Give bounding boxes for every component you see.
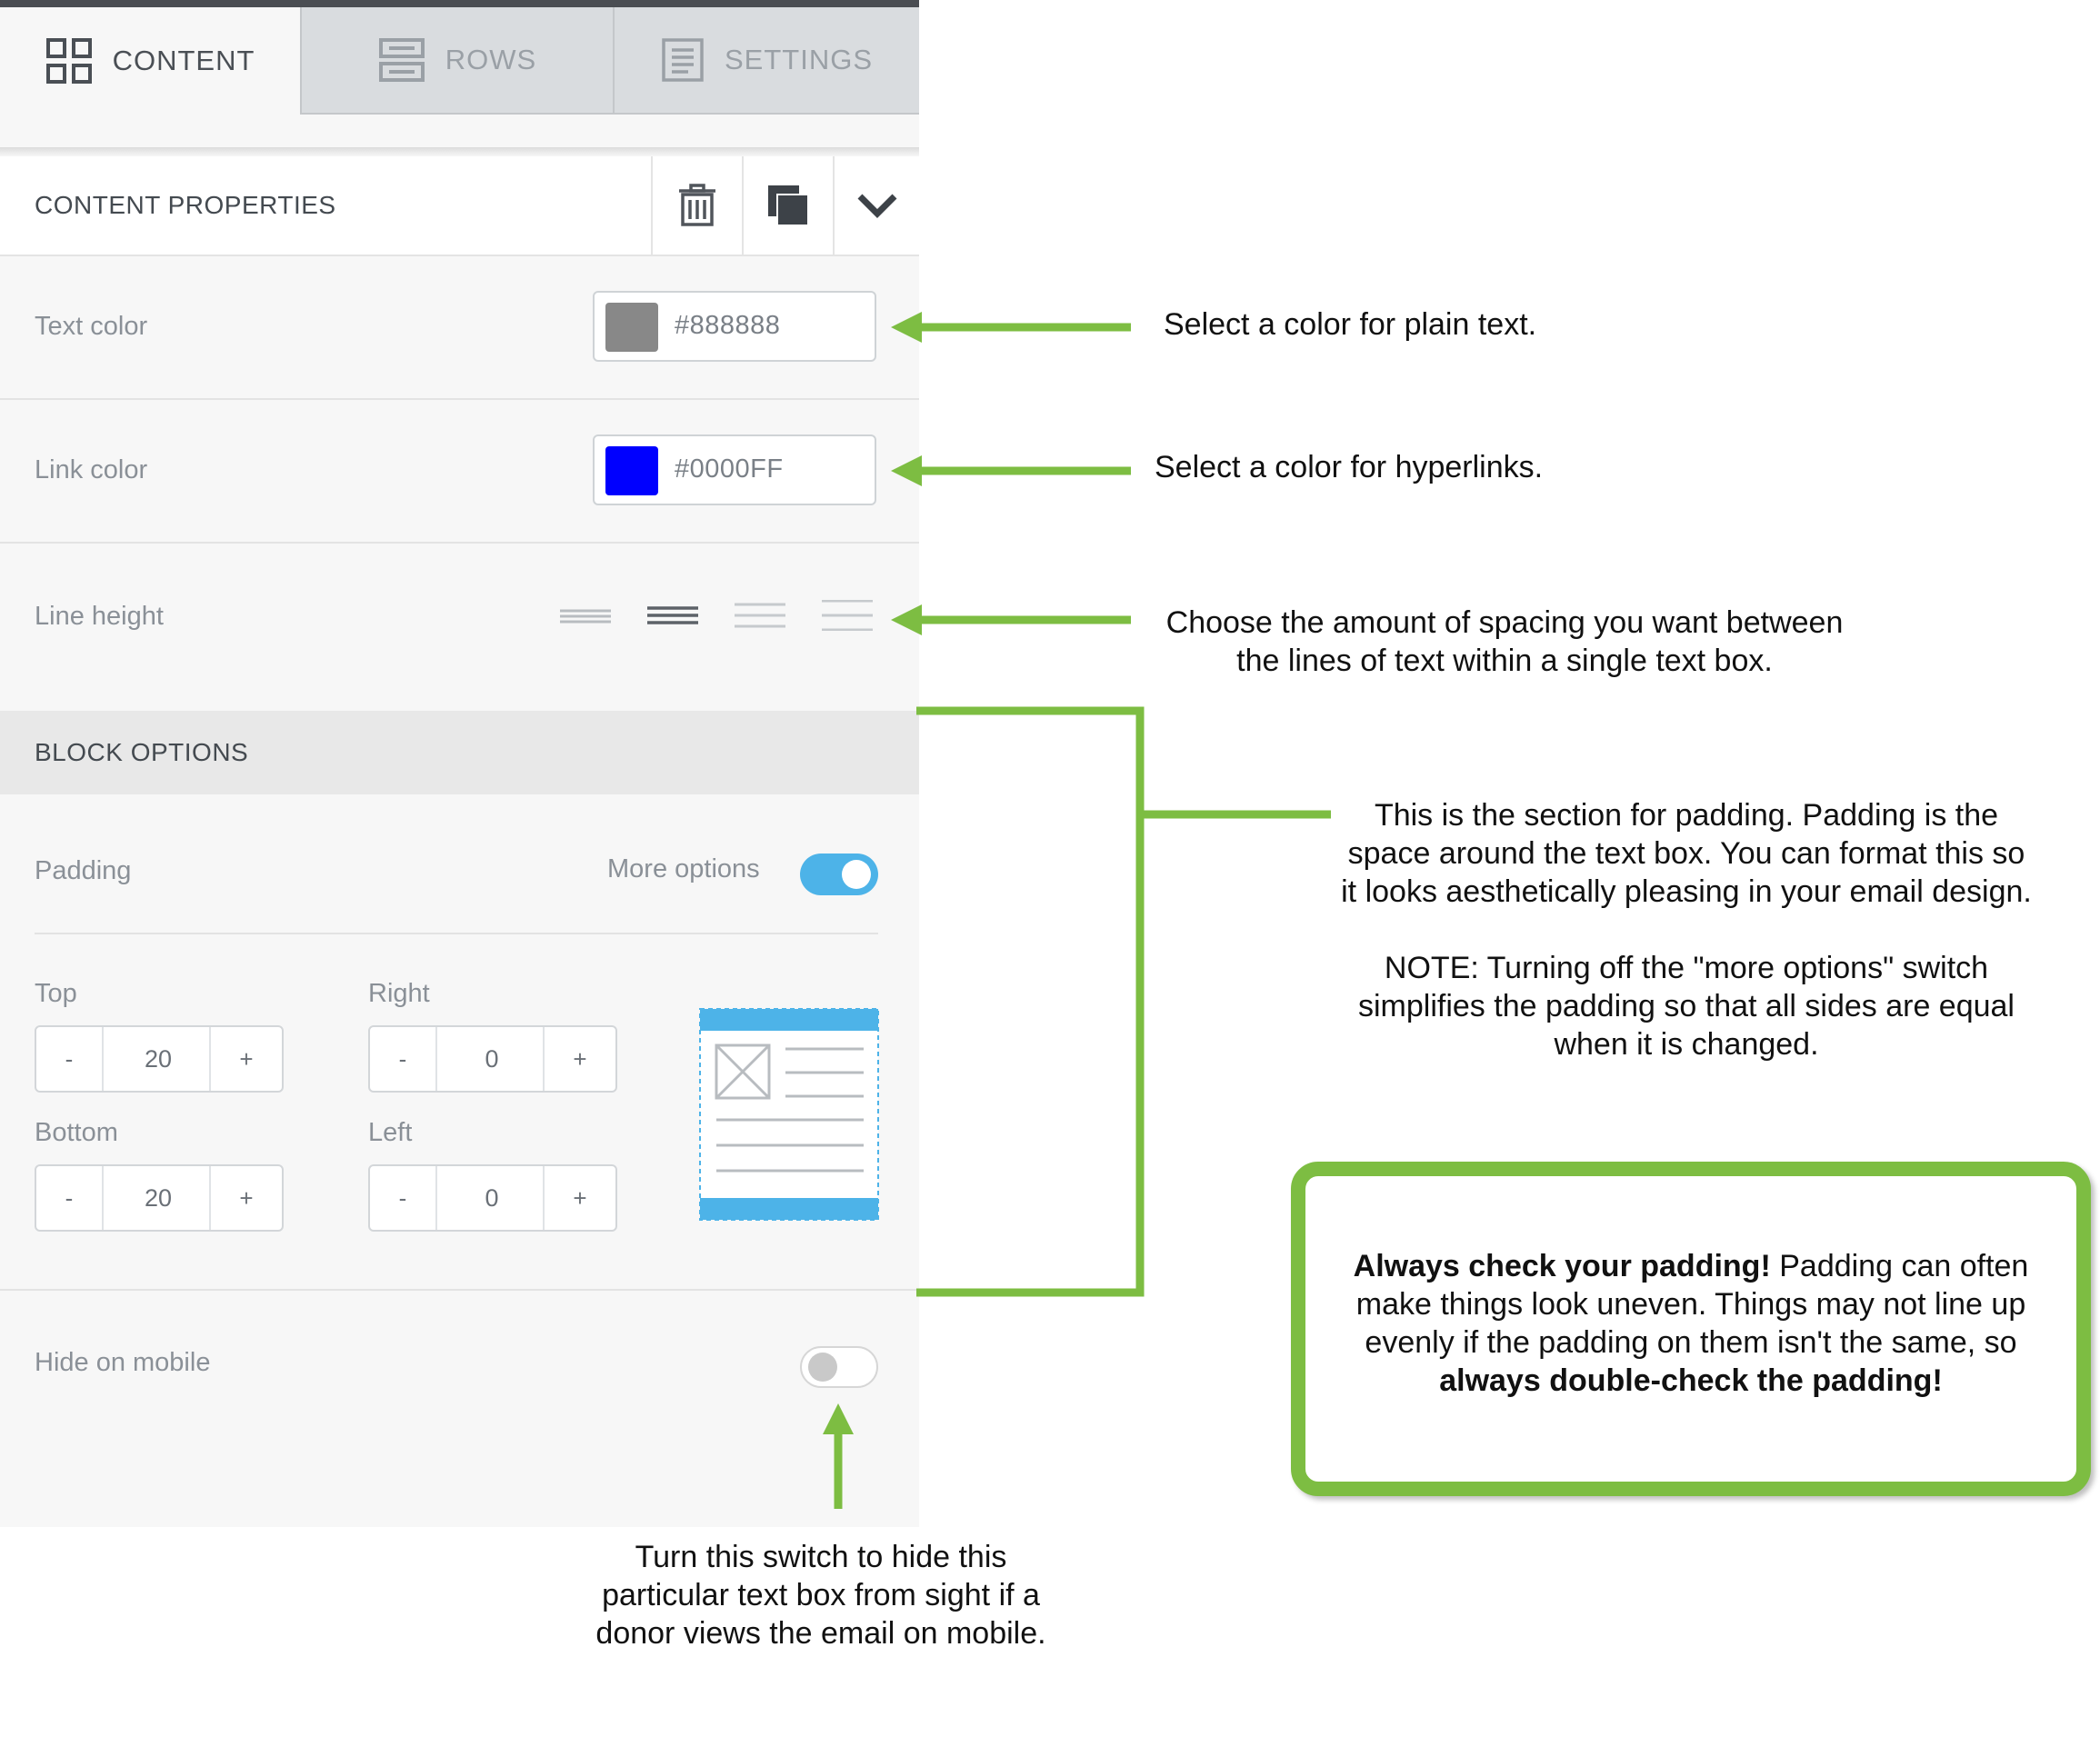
hide-mobile-annotation-line-1: Turn this switch to hide this xyxy=(635,1540,1007,1574)
top-bar xyxy=(0,0,919,7)
decrement-button[interactable]: - xyxy=(370,1027,437,1091)
padding-annotation-line-1: This is the section for padding. Padding… xyxy=(1374,798,1999,833)
decrement-button[interactable]: - xyxy=(370,1166,437,1230)
collapse-button[interactable] xyxy=(833,156,919,255)
toggle-knob xyxy=(808,1353,837,1382)
padding-label: Padding xyxy=(35,856,132,885)
tab-rows-label: ROWS xyxy=(445,44,537,75)
padding-annotation-line-2: space around the text box. You can forma… xyxy=(1347,836,2025,871)
trash-icon xyxy=(679,184,715,226)
hide-mobile-annotation-line-2: particular text box from sight if a xyxy=(602,1578,1040,1612)
hide-on-mobile-label: Hide on mobile xyxy=(35,1348,211,1377)
tab-rows[interactable]: ROWS xyxy=(300,7,613,115)
hide-mobile-annotation: Turn this switch to hide this particular… xyxy=(545,1538,1096,1652)
text-color-swatch xyxy=(605,303,658,352)
link-color-label: Link color xyxy=(35,455,148,484)
padding-right-label: Right xyxy=(368,979,430,1008)
line-height-annotation-line-2: the lines of text within a single text b… xyxy=(1236,644,1773,678)
text-color-label: Text color xyxy=(35,312,148,341)
line-height-annotation-line-1: Choose the amount of spacing you want be… xyxy=(1165,605,1844,640)
padding-left-stepper: - 0 + xyxy=(368,1164,617,1232)
delete-button[interactable] xyxy=(651,156,742,255)
padding-note-line-3: when it is changed. xyxy=(1554,1027,1819,1062)
more-options-toggle[interactable] xyxy=(800,854,878,895)
padding-bottom-stepper: - 20 + xyxy=(35,1164,284,1232)
tab-settings-label: SETTINGS xyxy=(724,44,873,75)
padding-callout-box: Always check your padding! Padding can o… xyxy=(1291,1162,2091,1496)
content-properties-bar: CONTENT PROPERTIES xyxy=(0,156,919,256)
line-height-tight-icon[interactable] xyxy=(558,600,613,631)
block-options-header: BLOCK OPTIONS xyxy=(0,711,919,794)
link-color-picker[interactable]: #0000FF xyxy=(593,434,876,505)
padding-note-line-1: NOTE: Turning off the "more options" swi… xyxy=(1384,951,1989,985)
callout-bold-end: always double-check the padding! xyxy=(1439,1363,1943,1398)
increment-button[interactable]: + xyxy=(543,1166,615,1230)
decrement-button[interactable]: - xyxy=(36,1027,104,1091)
padding-left-value[interactable]: 0 xyxy=(485,1183,499,1212)
chevron-down-icon xyxy=(857,194,896,218)
rows-icon xyxy=(378,38,425,82)
duplicate-icon xyxy=(768,185,809,226)
toggle-knob xyxy=(842,860,871,889)
link-color-annotation: Select a color for hyperlinks. xyxy=(1155,450,1544,484)
padding-note-line-2: simplifies the padding so that all sides… xyxy=(1358,989,2015,1023)
text-color-picker[interactable]: #888888 xyxy=(593,291,876,362)
padding-preview-icon xyxy=(699,1008,879,1221)
padding-annotation: This is the section for padding. Padding… xyxy=(1309,796,2064,1063)
padding-right-stepper: - 0 + xyxy=(368,1025,617,1093)
padding-bottom-value[interactable]: 20 xyxy=(144,1183,173,1212)
line-height-loose-icon[interactable] xyxy=(733,600,787,631)
hide-mobile-annotation-line-3: donor views the email on mobile. xyxy=(595,1616,1046,1651)
hide-on-mobile-toggle[interactable] xyxy=(800,1346,878,1388)
settings-document-icon xyxy=(662,38,704,82)
more-options-label: More options xyxy=(607,854,760,883)
increment-button[interactable]: + xyxy=(209,1166,282,1230)
tab-content[interactable]: CONTENT xyxy=(0,7,300,115)
increment-button[interactable]: + xyxy=(543,1027,615,1091)
block-options-title: BLOCK OPTIONS xyxy=(35,738,249,766)
line-height-normal-icon[interactable] xyxy=(645,600,700,631)
decrement-button[interactable]: - xyxy=(36,1166,104,1230)
link-color-value: #0000FF xyxy=(675,454,784,484)
padding-annotation-line-3: it looks aesthetically pleasing in your … xyxy=(1341,874,2032,909)
line-height-extra-loose-icon[interactable] xyxy=(820,600,875,631)
text-color-value: #888888 xyxy=(675,311,781,340)
padding-callout-text: Always check your padding! Padding can o… xyxy=(1342,1247,2040,1400)
link-color-swatch xyxy=(605,446,658,495)
divider xyxy=(0,398,919,400)
callout-middle: Padding can often make things look uneve… xyxy=(1355,1249,2029,1360)
tab-divider xyxy=(0,147,919,156)
duplicate-button[interactable] xyxy=(742,156,833,255)
padding-top-value[interactable]: 20 xyxy=(144,1044,173,1073)
divider xyxy=(35,933,878,934)
grid-icon xyxy=(45,38,92,84)
tab-settings[interactable]: SETTINGS xyxy=(613,7,919,115)
padding-top-stepper: - 20 + xyxy=(35,1025,284,1093)
line-height-label: Line height xyxy=(35,602,164,631)
callout-bold-start: Always check your padding! xyxy=(1353,1249,1771,1283)
divider xyxy=(0,1289,919,1291)
padding-right-value[interactable]: 0 xyxy=(485,1044,499,1073)
increment-button[interactable]: + xyxy=(209,1027,282,1091)
text-color-annotation: Select a color for plain text. xyxy=(1164,307,1537,342)
line-height-annotation: Choose the amount of spacing you want be… xyxy=(1127,604,1882,680)
tab-bar: CONTENT ROWS SETTINGS xyxy=(0,7,919,115)
padding-left-label: Left xyxy=(368,1118,413,1147)
tab-content-label: CONTENT xyxy=(112,45,255,76)
content-panel: CONTENT ROWS SETTINGS CONTENT xyxy=(0,0,919,1527)
padding-bottom-label: Bottom xyxy=(35,1118,118,1147)
padding-top-label: Top xyxy=(35,979,77,1008)
divider xyxy=(0,542,919,544)
content-properties-title: CONTENT PROPERTIES xyxy=(35,191,336,219)
